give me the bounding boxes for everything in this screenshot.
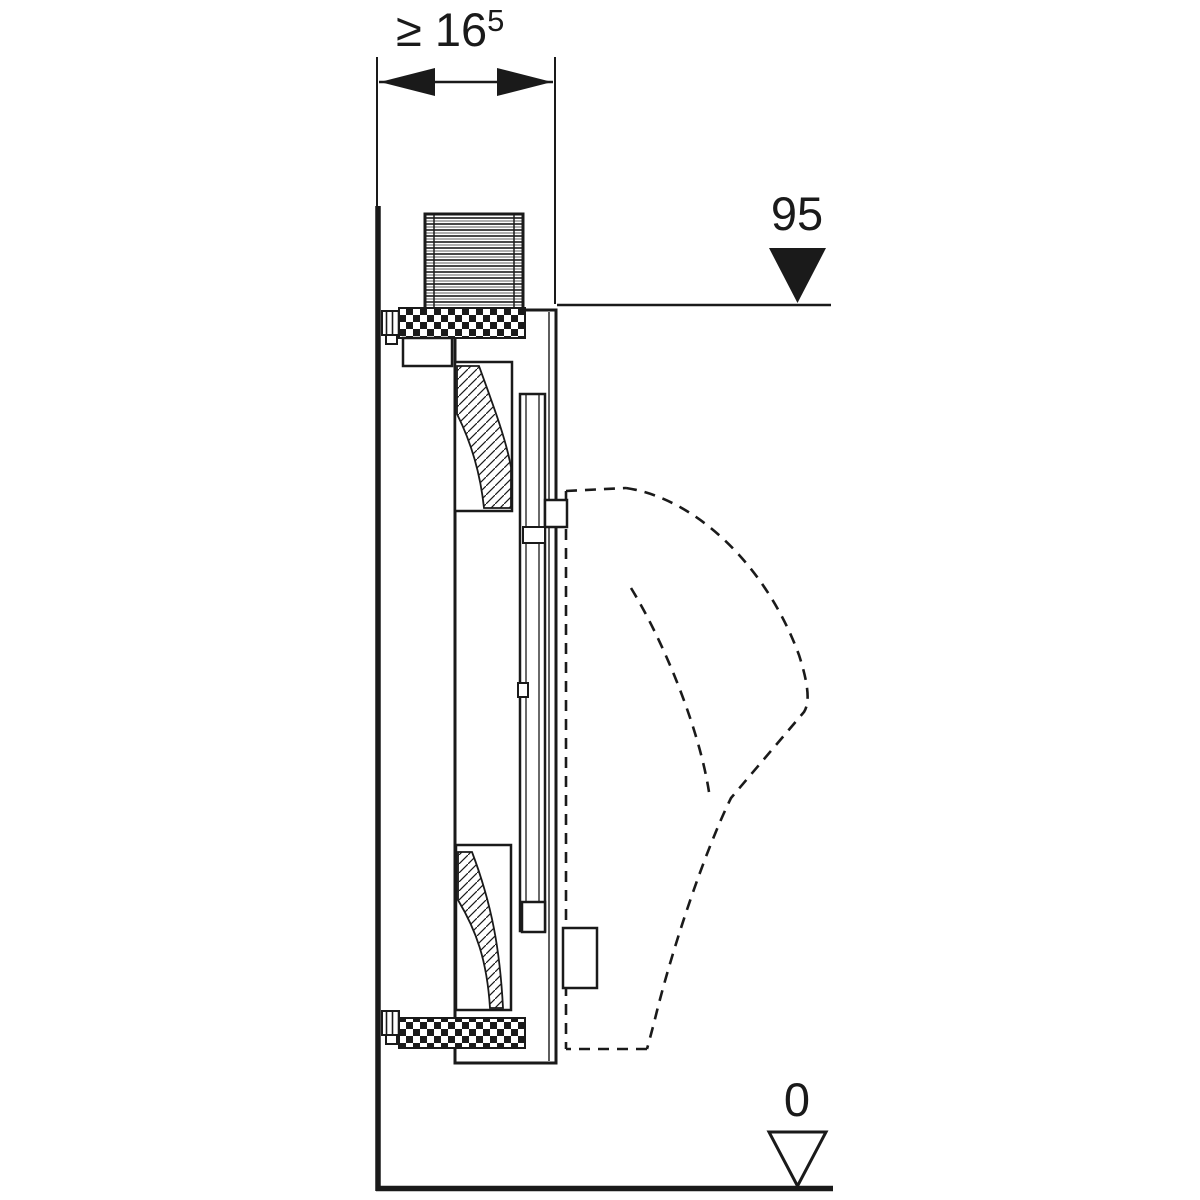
upper-level-marker-icon bbox=[769, 248, 826, 303]
upper-level-label: 95 bbox=[771, 187, 823, 240]
floor-level-marker-icon bbox=[766, 1130, 829, 1190]
top-wall-bracket bbox=[381, 310, 400, 336]
dimension-arrow-left-icon bbox=[380, 68, 435, 96]
min-depth-label: ≥ 165 bbox=[396, 3, 504, 56]
pipe-clip bbox=[517, 682, 529, 698]
urinal-inlet-connector bbox=[543, 498, 569, 529]
urinal-bowl-inner-edge bbox=[629, 587, 711, 793]
flush-valve-bend bbox=[456, 365, 512, 509]
top-frame-foot-box bbox=[401, 336, 454, 368]
dimension-arrow-right-icon bbox=[497, 68, 552, 96]
drain-bend bbox=[457, 851, 504, 1009]
floor-level-label: 0 bbox=[784, 1073, 810, 1126]
top-mounting-rail bbox=[398, 307, 526, 339]
urinal-top-edge bbox=[565, 486, 627, 493]
top-bracket-foot bbox=[385, 334, 398, 345]
min-depth-superscript: 5 bbox=[487, 3, 504, 38]
flush-pipe bbox=[518, 392, 547, 933]
outlet-spigot bbox=[561, 926, 599, 990]
urinal-dashed-outline bbox=[564, 486, 809, 1051]
min-depth-value: ≥ 16 bbox=[396, 3, 487, 56]
water-supply-pipe bbox=[423, 212, 525, 312]
bottom-mounting-rail bbox=[398, 1017, 526, 1049]
urinal-front-edge bbox=[625, 486, 809, 1050]
bottom-wall-bracket bbox=[381, 1010, 400, 1036]
bottom-bracket-foot bbox=[385, 1034, 398, 1045]
pipe-bottom-fitting bbox=[520, 900, 547, 934]
inlet-connector-step bbox=[522, 526, 546, 544]
